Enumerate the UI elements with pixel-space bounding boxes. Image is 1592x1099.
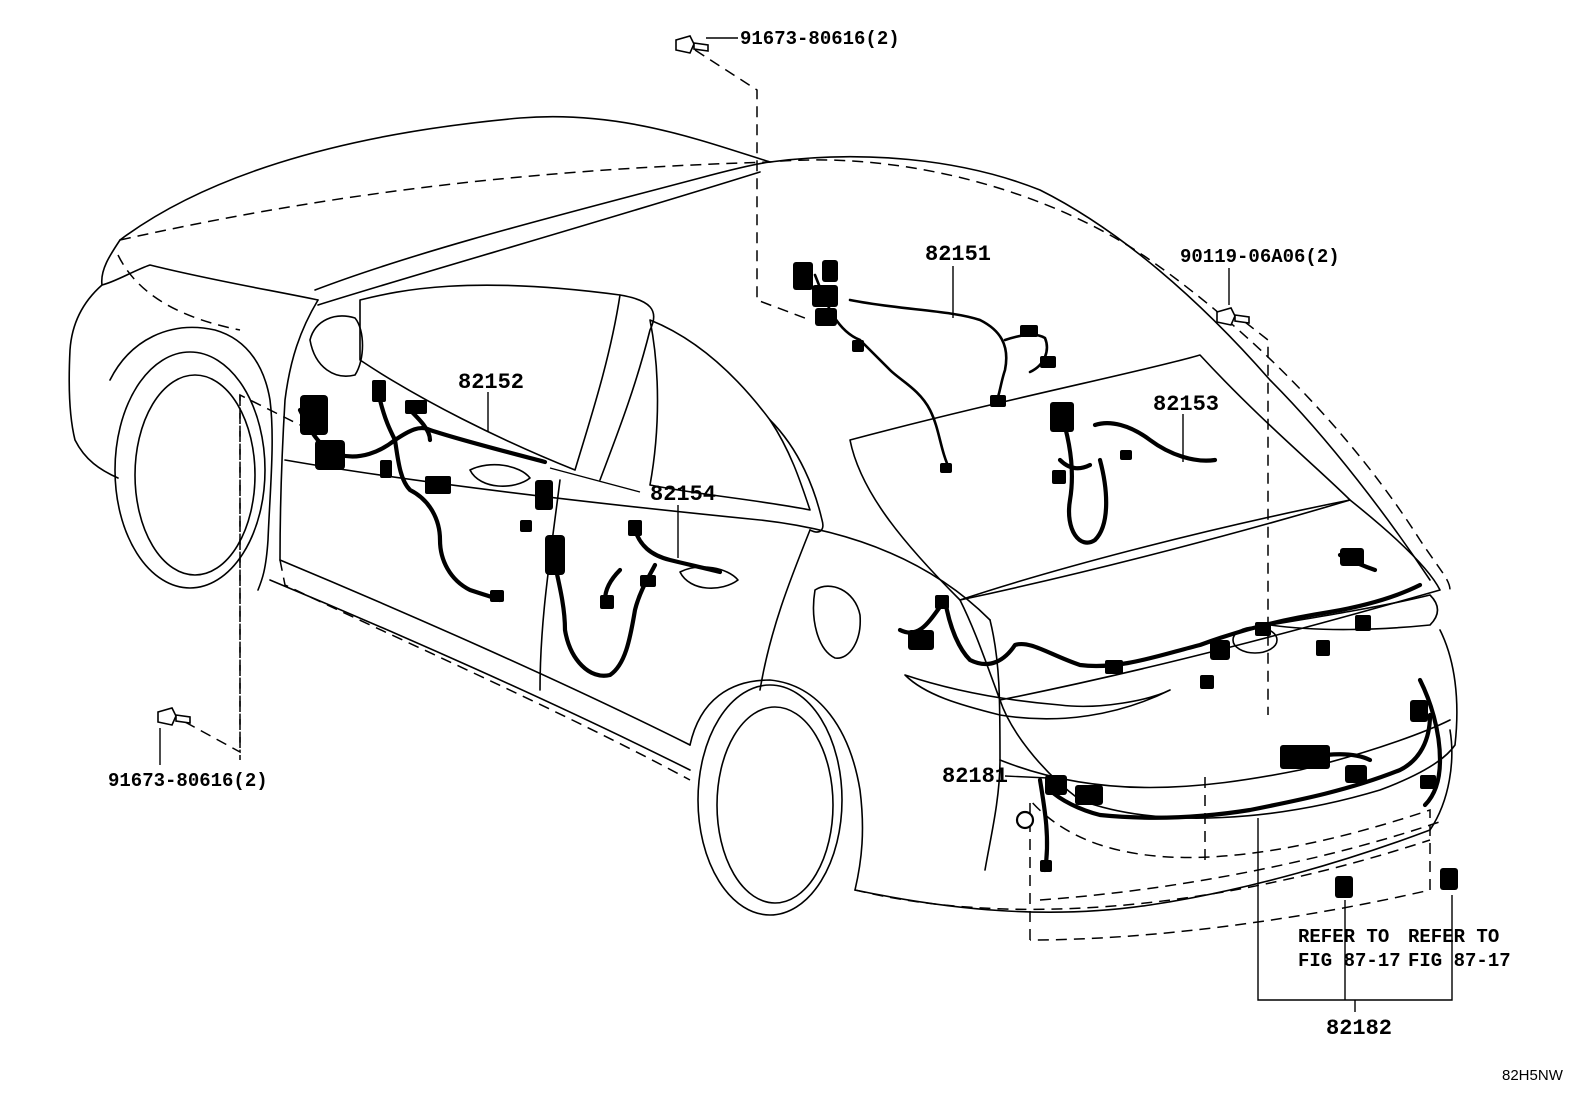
rocker-lower [269, 579, 691, 771]
tail-light-left [904, 674, 1171, 720]
rocker-line [279, 559, 691, 746]
bolt-top-icon [675, 35, 709, 54]
rear-door-rear-edge [759, 529, 811, 691]
rear-panel [999, 629, 1458, 819]
part-82181-label: 82181 [942, 764, 1008, 789]
windshield-top [314, 161, 771, 291]
front-wheel-arch [109, 326, 273, 591]
labels: 91673-80616(2) 91673-80616(2) 90119-06A0… [108, 28, 1564, 1084]
harness-82151 [793, 260, 1056, 473]
harness-82154 [545, 520, 723, 678]
bolt-top-label: 91673-80616(2) [740, 28, 900, 50]
hood-front [68, 284, 119, 479]
harness-82152 [297, 380, 553, 603]
rear-window [649, 319, 811, 511]
front-wheel-outer [114, 351, 266, 589]
refer-left-line1: REFER TO [1298, 926, 1389, 948]
b-pillar [599, 294, 655, 481]
rear-wheel-inner [716, 706, 834, 904]
side-mirror [309, 315, 364, 377]
refer-left-line2: FIG 87-17 [1298, 950, 1401, 972]
refer-right-line2: FIG 87-17 [1408, 950, 1511, 972]
hood-line [100, 239, 319, 301]
rear-wheel-arch [689, 679, 864, 891]
front-window [359, 284, 621, 471]
leader-lines [159, 37, 1453, 1012]
figure-code: 82H5NW [1502, 1067, 1564, 1084]
rear-quarter [984, 619, 1001, 871]
refer-right-line1: REFER TO [1408, 926, 1499, 948]
windshield-inner [317, 171, 761, 306]
bolt-left-label: 91673-80616(2) [108, 770, 268, 792]
car-body-outline [68, 115, 1458, 916]
roof-line [119, 115, 1431, 581]
rear-glass [849, 354, 1351, 601]
bolt-right-icon [1216, 307, 1250, 326]
part-82182-label: 82182 [1326, 1016, 1392, 1041]
part-82151-label: 82151 [925, 242, 991, 267]
left-bolt-dashline [184, 393, 301, 754]
side-connectors [1335, 868, 1458, 898]
front-wheel-inner [134, 374, 256, 576]
fastener-dash-lines [184, 49, 1269, 754]
tail-light-right [1269, 594, 1439, 631]
part-82153-label: 82153 [1153, 392, 1219, 417]
harness-82153 [1050, 402, 1218, 545]
bolt-right-label: 90119-06A06(2) [1180, 246, 1340, 268]
a-pillar [279, 299, 319, 561]
front-door-handle [469, 463, 531, 487]
harness-82181 [897, 548, 1443, 873]
right-bolt-dashline [1244, 321, 1269, 715]
bolt-left-icon [157, 707, 191, 726]
rear-bumper [854, 729, 1453, 914]
fuel-door [812, 585, 861, 659]
front-door-rear-edge [539, 479, 561, 691]
part-82154-label: 82154 [650, 482, 716, 507]
trunk-lid [959, 499, 1441, 701]
part-82152-label: 82152 [458, 370, 524, 395]
rear-wheel-outer [697, 684, 843, 916]
side-character-line [284, 459, 991, 621]
rear-bumper-upper [999, 719, 1451, 789]
c-pillar [769, 419, 824, 533]
phantom-outline [117, 159, 1451, 941]
top-bolt-dashline [694, 49, 811, 321]
